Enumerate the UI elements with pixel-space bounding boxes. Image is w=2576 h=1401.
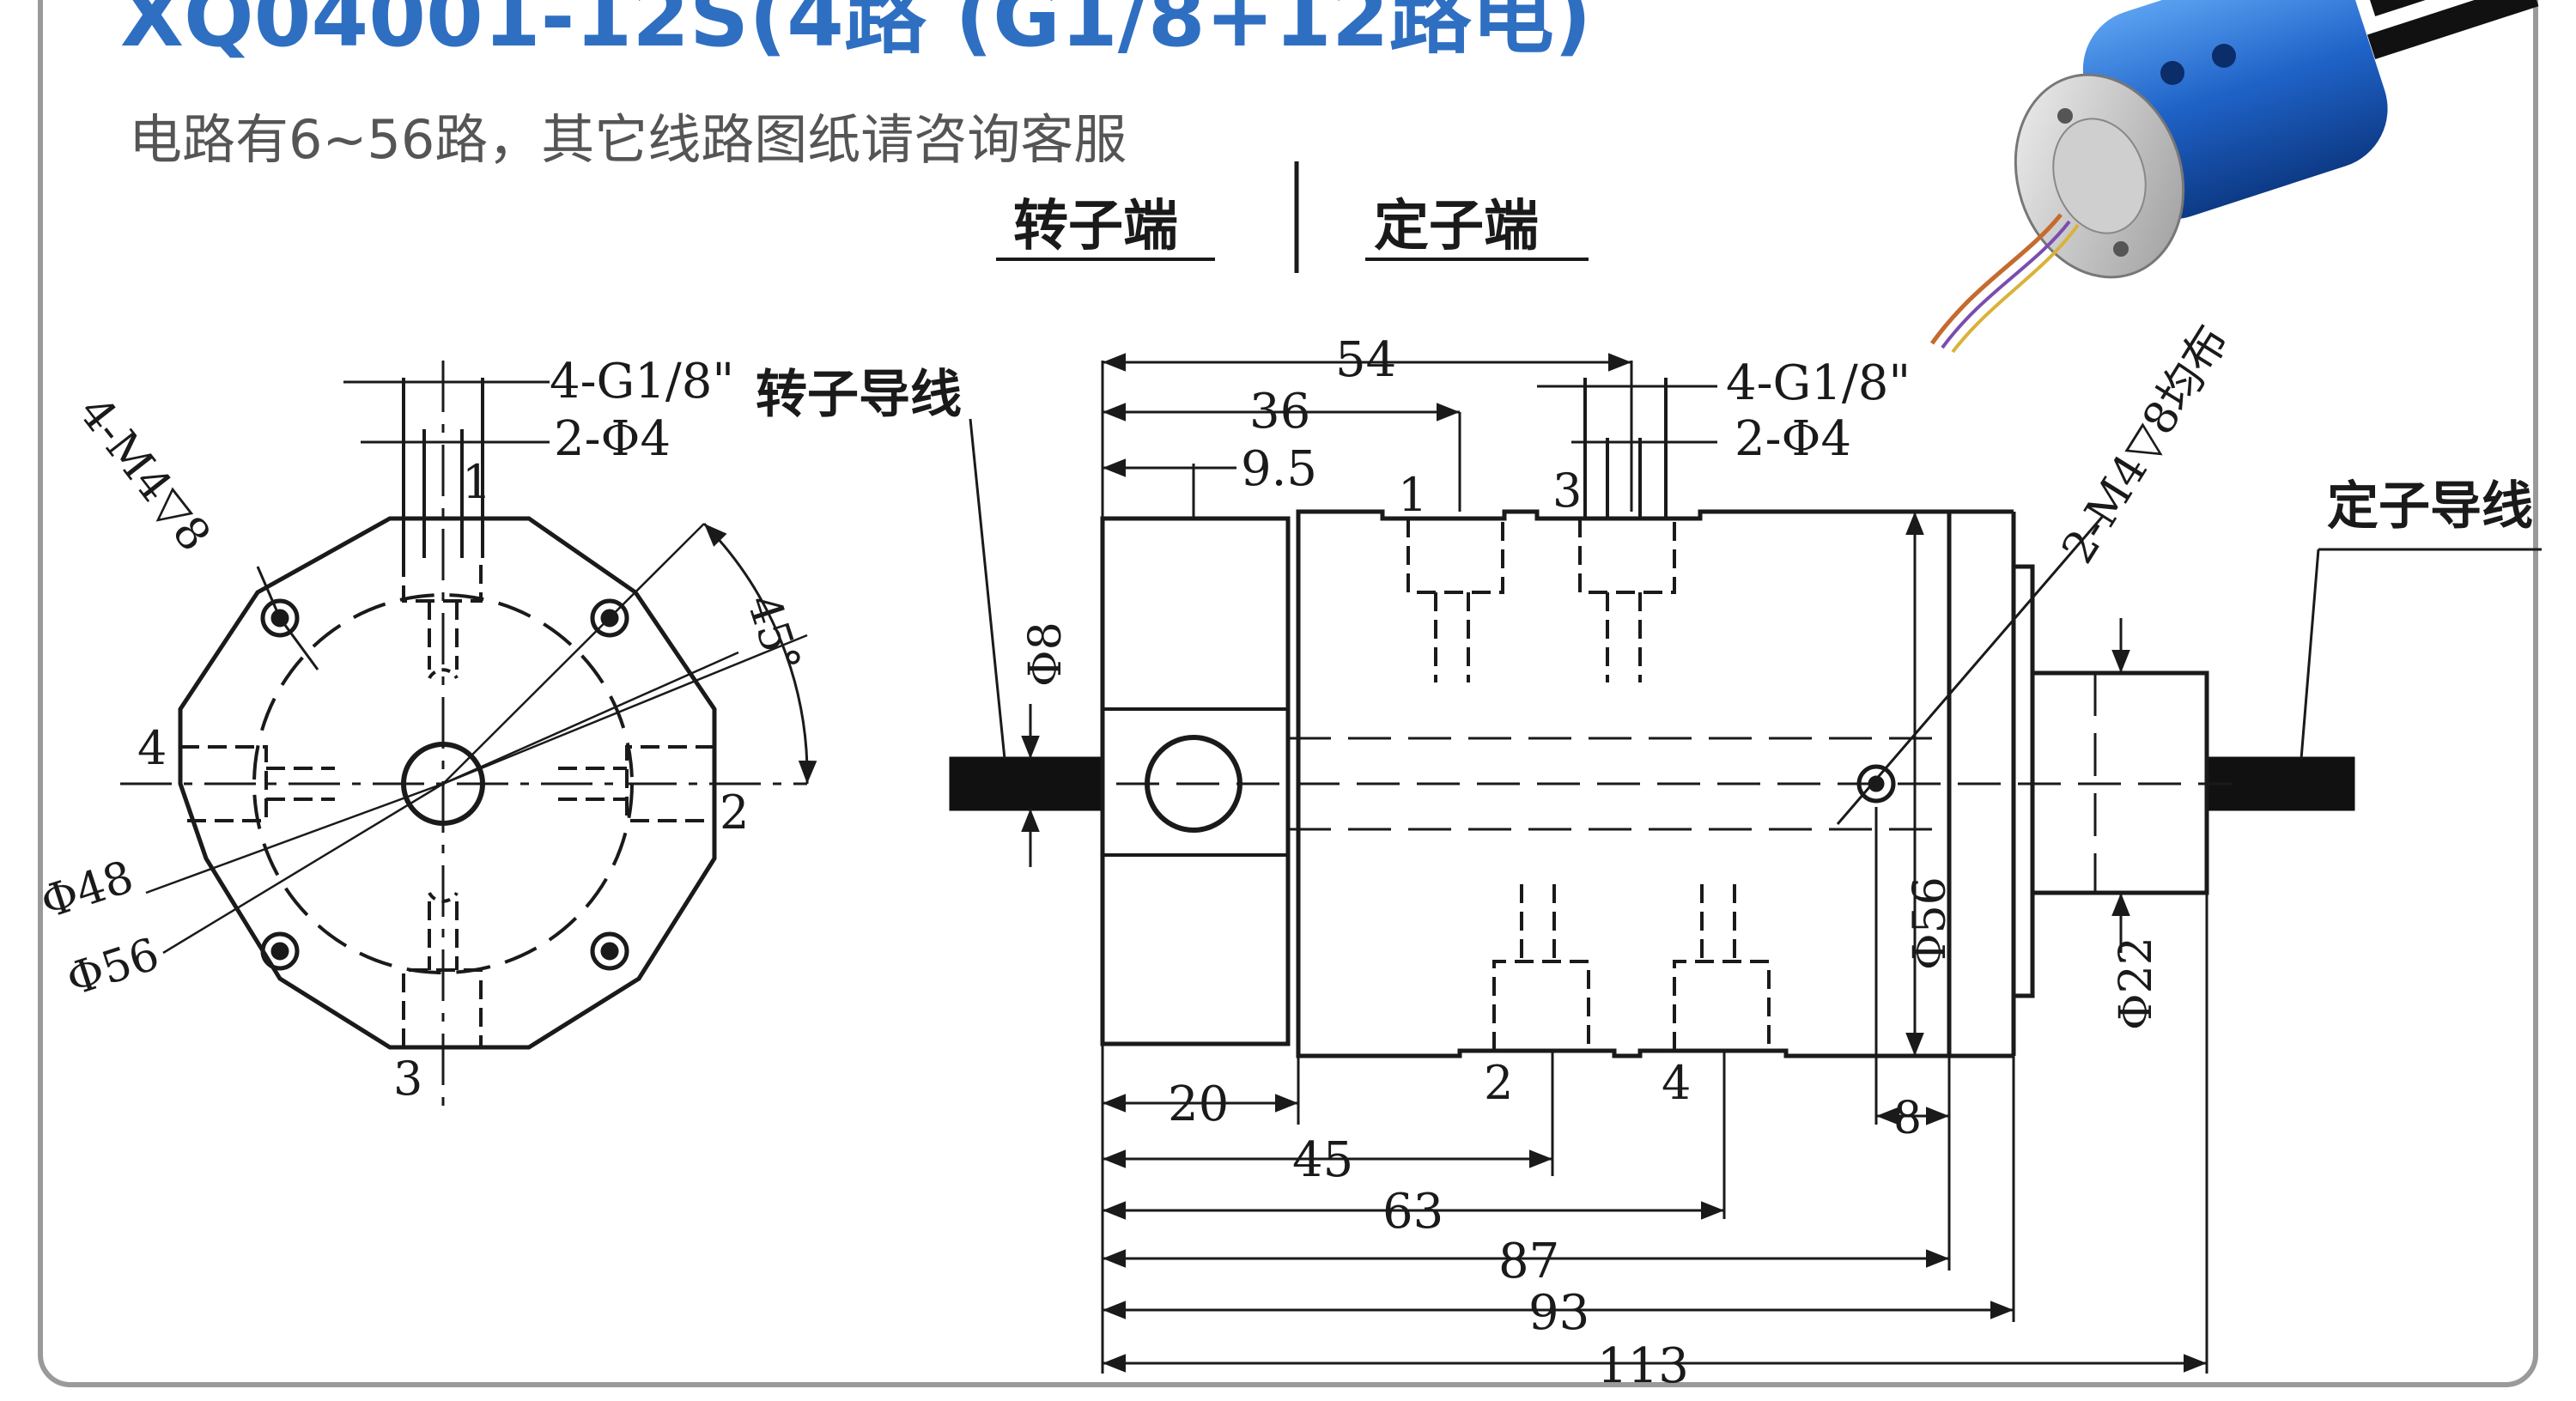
side-port-4: 4 — [1662, 1056, 1691, 1110]
dim-54: 54 — [1335, 332, 1396, 388]
circuit-note: 电路有6~56路，其它线路图纸请咨询客服 — [129, 108, 1127, 171]
side-view-labels: 转子导线 定子导线 4-G1/8" 2-Φ4 2-M4▽8均布 54 36 9.… — [756, 317, 2533, 1394]
dia-inner-label: Φ48 — [34, 852, 139, 930]
side-port-thread-label: 4-G1/8" — [1726, 355, 1911, 411]
port-top — [402, 378, 484, 680]
end-port-2: 2 — [720, 785, 749, 840]
end-port-dia-label: 2-Φ4 — [554, 411, 671, 467]
mount-hole — [1856, 764, 1896, 804]
dim-36: 36 — [1249, 384, 1310, 440]
angle-label: 45° — [737, 588, 811, 679]
dim-9-5: 9.5 — [1241, 441, 1317, 497]
body-dia-label: Φ56 — [1905, 876, 1956, 970]
dia-outer-label: Φ56 — [60, 929, 165, 1007]
end-port-1: 1 — [462, 455, 491, 509]
rotor-end-label: 转子端 — [1013, 194, 1178, 258]
side-ports — [1406, 378, 1771, 1051]
rotor-shaft — [949, 756, 1105, 811]
section-labels: 转子端 定子端 — [996, 161, 1589, 273]
dim-93: 93 — [1528, 1285, 1589, 1341]
side-port-3: 3 — [1552, 464, 1582, 518]
rotor-lead-label: 转子导线 — [756, 365, 962, 425]
dim-63: 63 — [1382, 1184, 1443, 1240]
side-port-2: 2 — [1484, 1056, 1513, 1110]
dim-87: 87 — [1498, 1234, 1559, 1289]
bolt-holes-label: 4-M4▽8 — [69, 387, 221, 561]
port-left — [180, 745, 335, 822]
end-view-outline — [178, 516, 717, 1050]
end-view — [120, 361, 817, 1107]
bolt-holes — [260, 598, 629, 971]
mount-holes-label: 2-M4▽8均布 — [2052, 317, 2239, 573]
rotor-block — [1100, 516, 1291, 1046]
end-port-thread-label: 4-G1/8" — [550, 354, 734, 409]
stator-lead-label: 定子导线 — [2327, 476, 2533, 537]
dim-20: 20 — [1168, 1077, 1229, 1132]
shaft-dia-label: Φ8 — [1020, 622, 1072, 687]
end-port-4: 4 — [137, 721, 167, 775]
stator-dia-label: Φ22 — [2111, 937, 2162, 1030]
dim-45: 45 — [1292, 1132, 1353, 1188]
port-right — [558, 745, 714, 822]
model-title: XQ04001-12S(4路 (G1/8+12路电) — [120, 0, 1592, 65]
product-photo — [1929, 0, 2539, 354]
port-bottom — [402, 891, 483, 1047]
dim-113: 113 — [1597, 1338, 1689, 1394]
stator-end-label: 定子端 — [1374, 194, 1539, 258]
side-port-1: 1 — [1398, 468, 1427, 522]
end-view-labels: 4-G1/8" 2-Φ4 4-M4▽8 45° Φ48 Φ56 1 2 3 4 — [34, 354, 810, 1106]
dim-8: 8 — [1893, 1093, 1922, 1144]
end-port-3: 3 — [393, 1052, 422, 1106]
side-port-dia-label: 2-Φ4 — [1735, 411, 1851, 467]
side-view — [949, 353, 2542, 1374]
